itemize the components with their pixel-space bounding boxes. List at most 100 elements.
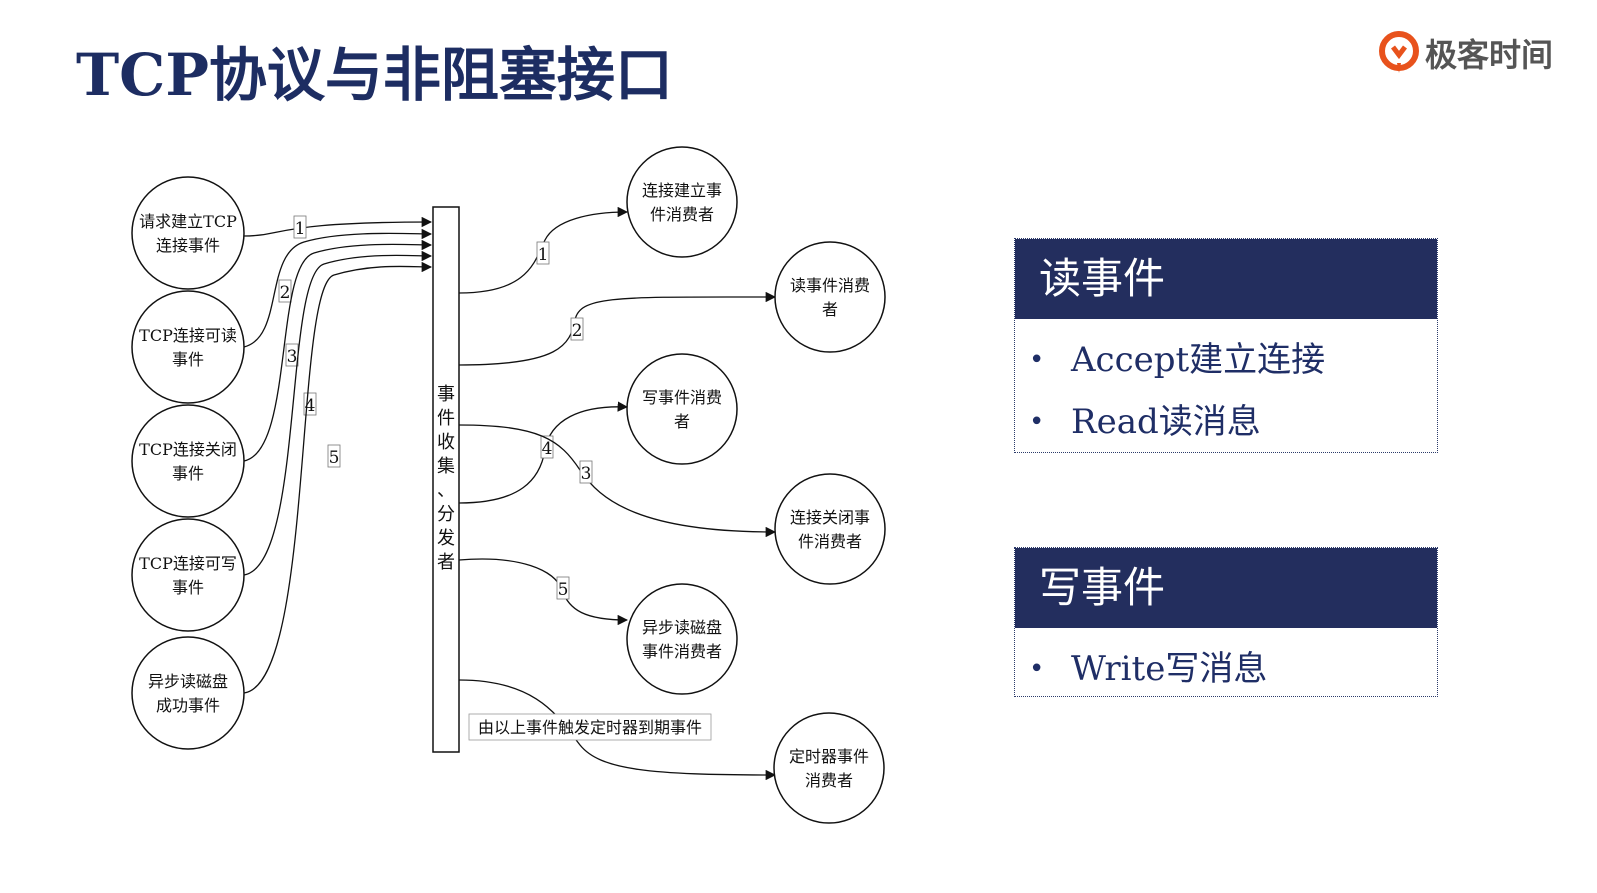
consumer-edge-label-text: 3 xyxy=(581,464,592,484)
source-node-circle xyxy=(131,404,245,518)
dispatcher-label: 、 xyxy=(437,480,455,501)
source-edge-label-text: 3 xyxy=(287,347,298,367)
list-item: • Read读消息 xyxy=(1015,391,1437,453)
timer-label: 由以上事件触发定时器到期事件 xyxy=(468,713,712,741)
node-label: 异步读磁盘 xyxy=(642,618,722,637)
consumer-edge xyxy=(458,679,777,781)
dispatcher-box xyxy=(432,206,460,753)
source-edge-label: 2 xyxy=(278,279,292,303)
node-label: 连接建立事 xyxy=(642,181,722,200)
read-events-panel: 读事件 • Accept建立连接 • Read读消息 xyxy=(1014,238,1438,453)
node-label: 消费者 xyxy=(805,771,853,790)
source-edge-label-box xyxy=(278,279,292,303)
write-events-panel: 写事件 • Write写消息 xyxy=(1014,547,1438,697)
node-label: TCP连接关闭 xyxy=(139,440,237,459)
source-edge-label-text: 4 xyxy=(305,396,316,416)
consumer-edge xyxy=(458,206,629,294)
node-label: 者 xyxy=(822,300,838,319)
source-node-circle xyxy=(131,636,245,750)
logo: 极客时间 xyxy=(1378,30,1553,76)
node-label: 异步读磁盘 xyxy=(148,672,228,691)
node-label: 件消费者 xyxy=(650,205,714,224)
source-edge xyxy=(243,250,433,576)
geektime-logo-icon xyxy=(1378,31,1419,73)
read-events-header: 读事件 xyxy=(1015,239,1437,319)
node-label: 件消费者 xyxy=(798,532,862,551)
dispatcher-label: 收 xyxy=(437,432,455,453)
consumer-node-circle xyxy=(773,712,885,824)
list-item-label: Accept建立连接 xyxy=(1071,340,1326,380)
source-edge-label-box xyxy=(293,215,307,239)
nodes-layer: 事件收集、分发者请求建立TCP连接事件TCP连接可读事件TCP连接关闭事件TCP… xyxy=(131,146,886,824)
consumer-edge-label: 1 xyxy=(536,241,550,265)
source-edge-label-text: 5 xyxy=(329,448,340,468)
dispatcher-label: 发 xyxy=(437,528,455,549)
logo-text: 极客时间 xyxy=(1424,36,1553,74)
source-node-circle xyxy=(131,518,245,632)
consumer-edge-label-box xyxy=(536,241,550,265)
list-item: • Accept建立连接 xyxy=(1015,329,1437,391)
write-events-list: • Write写消息 xyxy=(1015,628,1437,710)
consumer-node-circle xyxy=(774,473,886,585)
node-label: 连接事件 xyxy=(156,236,220,255)
source-edge xyxy=(243,228,433,348)
consumer-edge-label-box xyxy=(540,435,554,459)
source-node-circle xyxy=(131,290,245,404)
source-edge-label: 5 xyxy=(327,444,341,468)
dispatcher-label: 者 xyxy=(437,552,455,573)
node-label: 成功事件 xyxy=(156,696,220,715)
consumer-edge-label-box xyxy=(570,317,584,341)
consumer-node-circle xyxy=(774,241,886,353)
dispatcher-label: 件 xyxy=(437,408,455,429)
bullet-icon: • xyxy=(1029,345,1045,375)
consumer-edge-label-box xyxy=(556,576,570,600)
bullet-icon: • xyxy=(1029,407,1045,437)
dispatcher-label: 事 xyxy=(437,384,455,405)
dispatcher-label: 分 xyxy=(437,504,455,525)
consumer-edge-label-text: 4 xyxy=(542,439,553,459)
bullet-icon: • xyxy=(1029,654,1045,684)
consumer-node-circle xyxy=(626,583,738,695)
node-label: 事件 xyxy=(172,578,204,597)
read-events-list: • Accept建立连接 • Read读消息 xyxy=(1015,319,1437,463)
list-item-label: Write写消息 xyxy=(1071,649,1268,689)
source-edge-label-text: 1 xyxy=(295,219,306,239)
source-edge xyxy=(243,239,433,462)
consumer-edge-label: 3 xyxy=(579,460,593,484)
consumer-edge xyxy=(458,558,629,626)
node-label: 定时器事件 xyxy=(789,747,869,766)
source-edge-label: 3 xyxy=(285,343,299,367)
consumer-node-circle xyxy=(626,353,738,465)
source-edge-label-box xyxy=(327,444,341,468)
write-events-header: 写事件 xyxy=(1015,548,1437,628)
node-label: TCP连接可读 xyxy=(139,326,237,345)
node-label: 者 xyxy=(674,412,690,431)
list-item-label: Read读消息 xyxy=(1071,402,1261,442)
consumer-edge-label-text: 1 xyxy=(538,245,549,265)
node-label: 读事件消费 xyxy=(790,276,870,295)
source-edge-label: 1 xyxy=(293,215,307,239)
source-edge xyxy=(243,261,433,694)
timer-label-text: 由以上事件触发定时器到期事件 xyxy=(478,718,702,737)
dispatcher-label: 集 xyxy=(437,456,455,477)
page-title: TCP协议与非阻塞接口 xyxy=(76,41,673,109)
consumer-edge-label: 4 xyxy=(540,435,554,459)
consumer-edge-label-box xyxy=(579,460,593,484)
consumer-edge-label-text: 2 xyxy=(572,321,583,341)
source-edge-label-text: 2 xyxy=(280,283,291,303)
consumer-edge-label: 2 xyxy=(570,317,584,341)
node-label: 写事件消费 xyxy=(642,388,722,407)
node-label: TCP连接可写 xyxy=(139,554,237,573)
node-label: 事件 xyxy=(172,464,204,483)
node-label: 事件 xyxy=(172,350,204,369)
